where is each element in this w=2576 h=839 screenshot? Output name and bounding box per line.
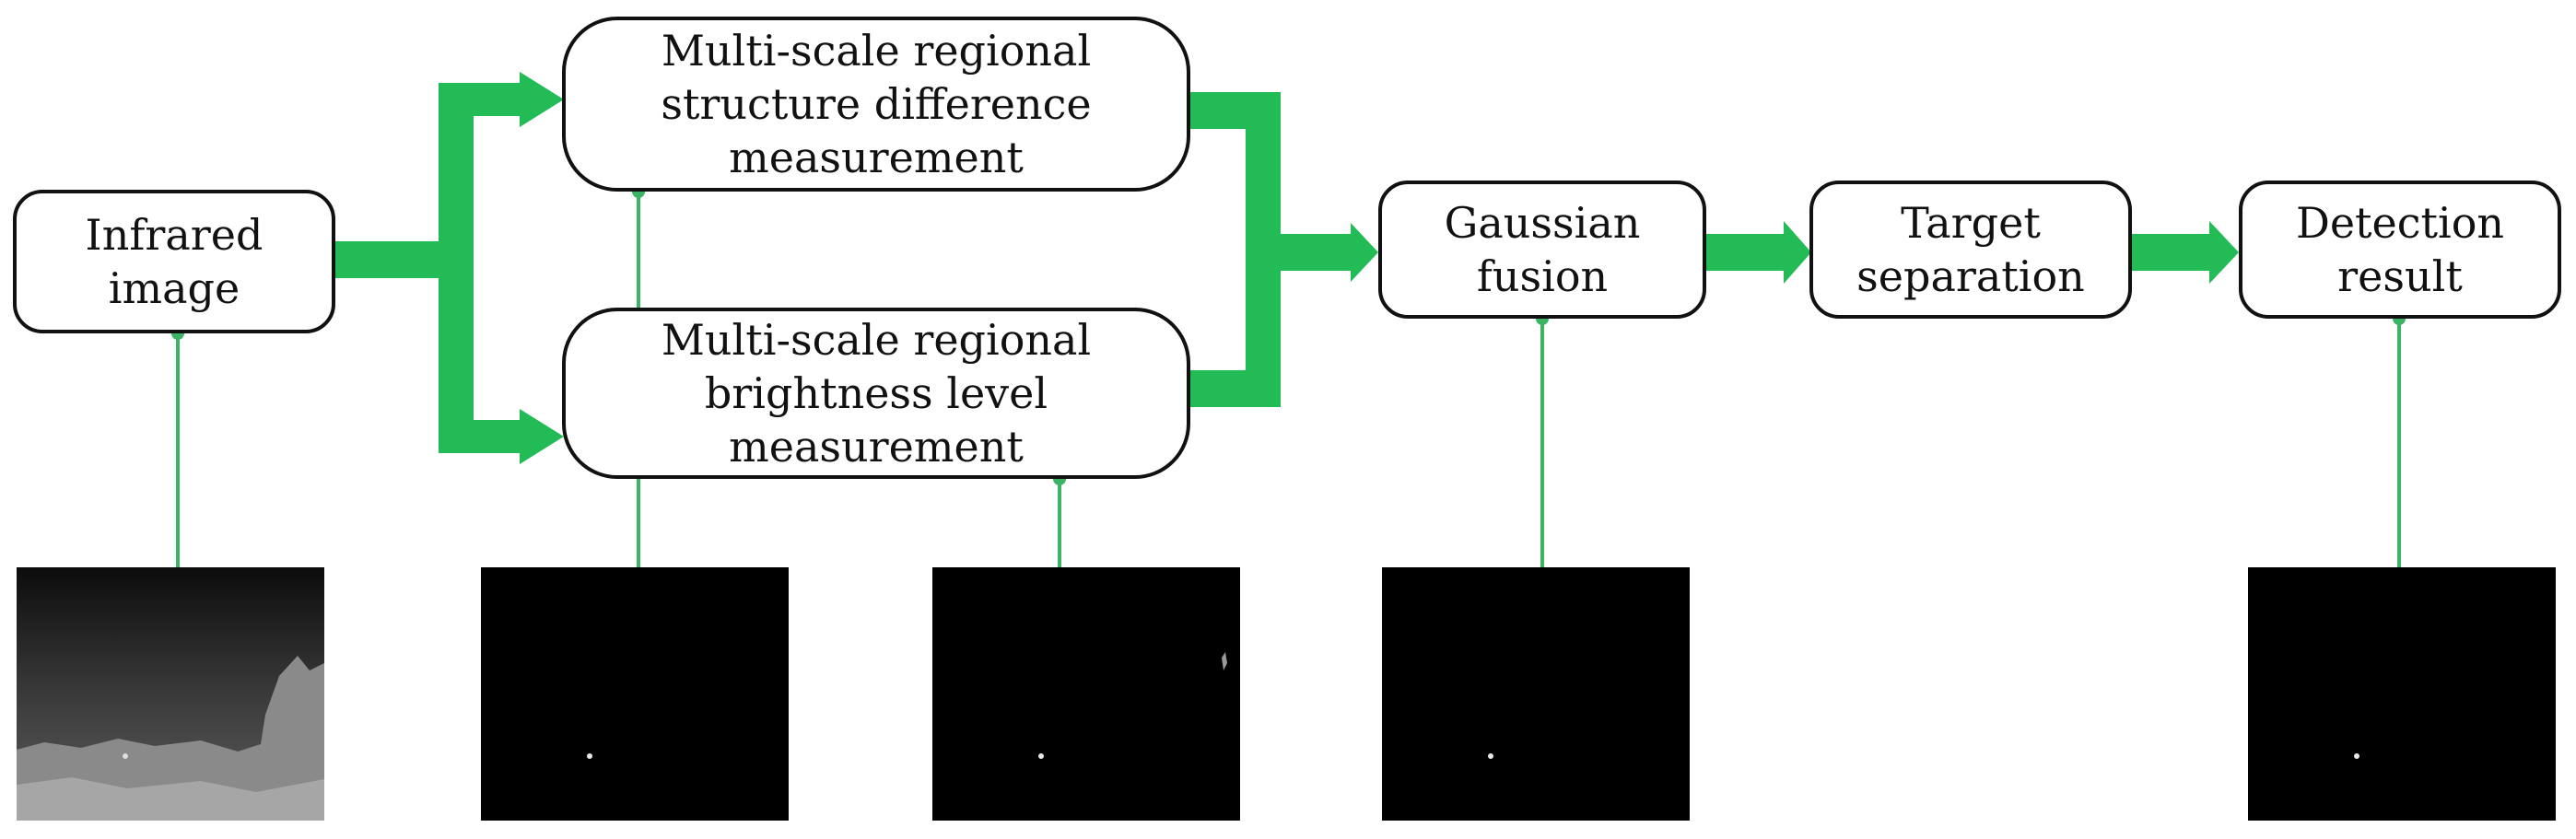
flow-arrow-to-structure-head	[520, 72, 564, 127]
flow-arrow-to-target-head	[1784, 221, 1811, 284]
flow-arrow-to-brightness-head	[520, 409, 564, 464]
flow-arrow-to-detection-shaft	[2132, 234, 2213, 271]
node-target-separation: Target separation	[1809, 181, 2132, 319]
infrared-image-thumbnail	[17, 567, 324, 821]
flow-arrows	[334, 72, 2239, 464]
node-structure-difference-measurement: Multi-scale regional structure differenc…	[562, 17, 1190, 192]
flow-arrow-to-brightness-shaft	[439, 420, 521, 453]
structure-difference-map-thumbnail	[481, 567, 789, 821]
flow-arrow-to-target-shaft	[1706, 234, 1787, 271]
flow-arrow-to-gaussian-shaft	[1246, 234, 1354, 271]
node-detection-result: Detection result	[2239, 181, 2561, 319]
gaussian-fusion-map-thumbnail	[1382, 567, 1690, 821]
target-point	[1488, 753, 1493, 759]
node-infrared-image: Infrared image	[13, 190, 335, 333]
flow-arrow-to-detection-head	[2209, 221, 2239, 284]
detection-result-thumbnail	[2248, 567, 2556, 821]
target-point	[1038, 753, 1044, 759]
flow-arrow-infrared-out	[334, 241, 457, 278]
flow-arrow-to-structure-shaft	[439, 83, 521, 116]
node-gaussian-fusion: Gaussian fusion	[1378, 181, 1706, 319]
target-point	[587, 753, 592, 759]
target-point	[2354, 753, 2359, 759]
flow-arrow-to-gaussian-head	[1351, 223, 1378, 282]
flow-arrow-split-spine	[439, 83, 474, 442]
brightness-level-map-thumbnail	[932, 567, 1240, 821]
node-brightness-level-measurement: Multi-scale regional brightness level me…	[562, 308, 1190, 479]
